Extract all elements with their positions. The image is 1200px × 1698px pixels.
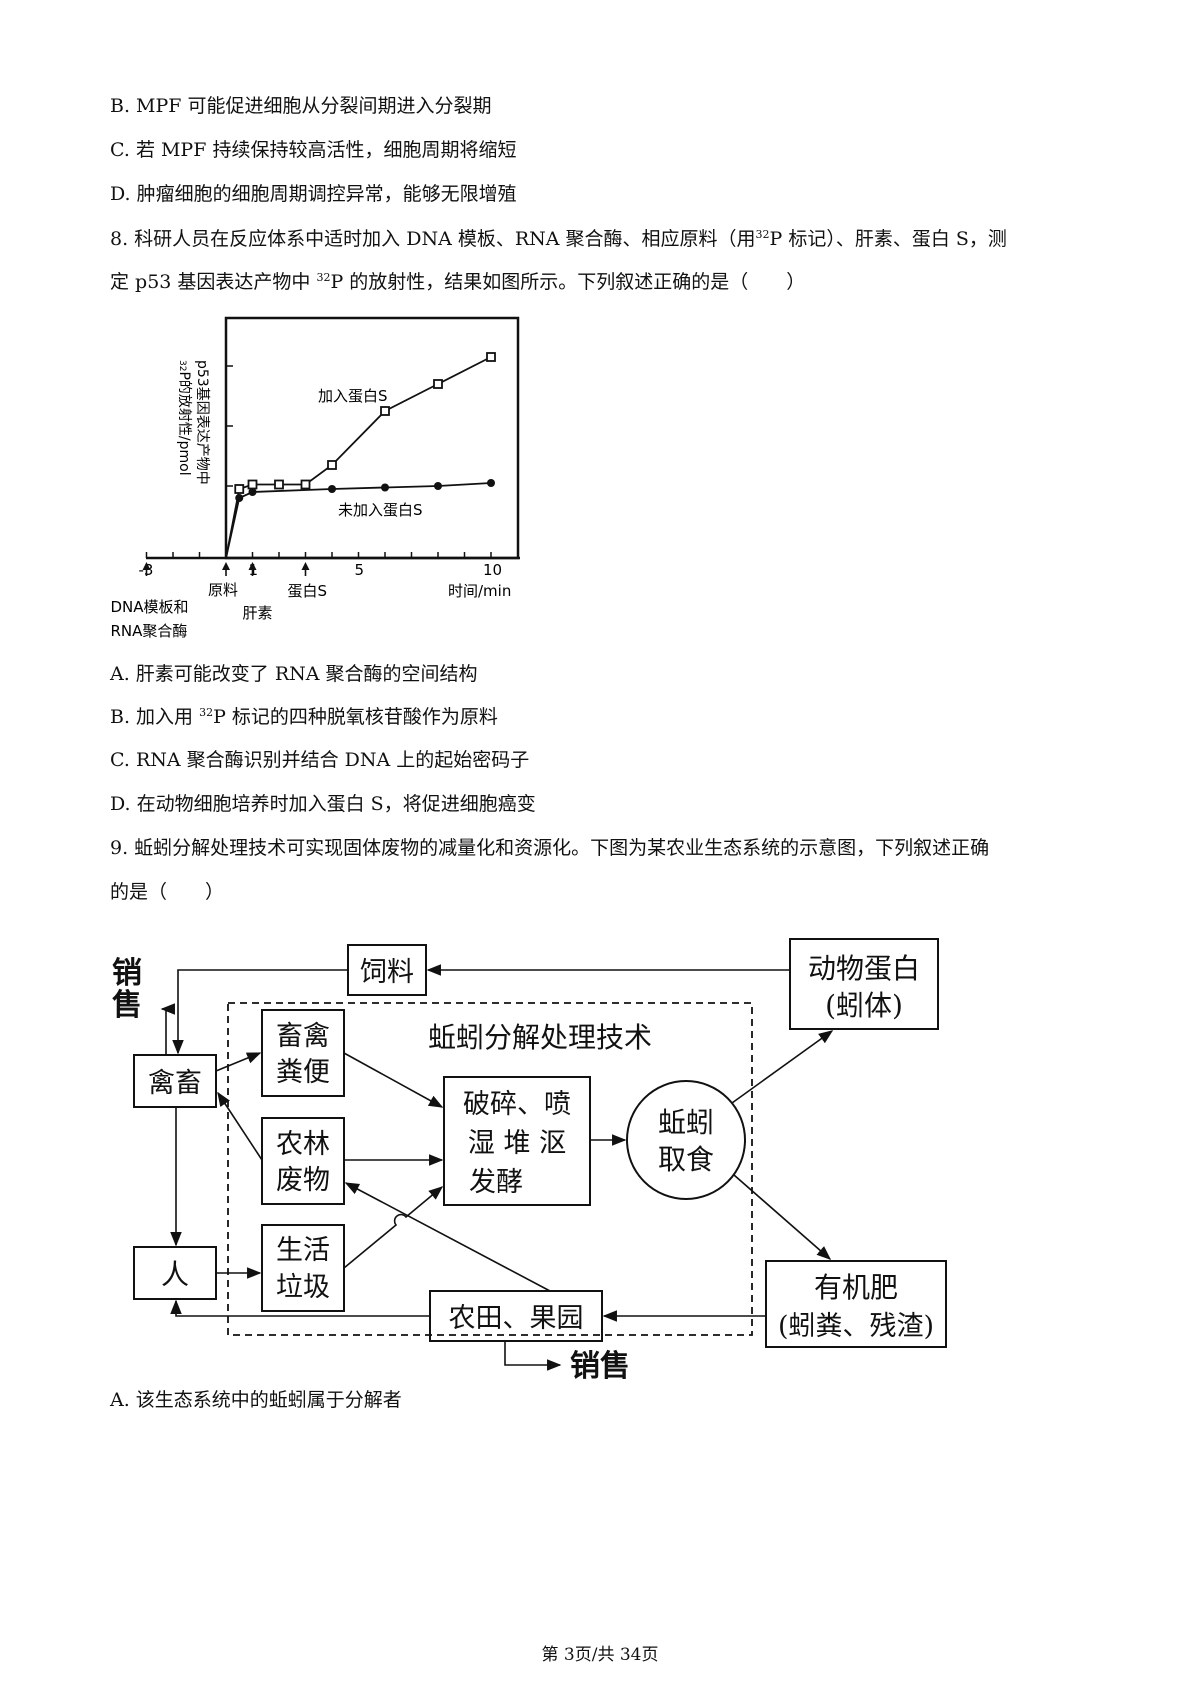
data-point-open-square [274,479,284,490]
y-axis-label-line1: p53基因表达产物中 [194,360,211,485]
series-line-1 [225,482,492,559]
data-point-filled-circle [235,494,244,502]
fertilizer-label-2: (蚓粪、残渣) [778,1311,934,1342]
q7-option-c: C. 若 MPF 持续保持较高活性，细胞周期将缩短 [110,139,517,161]
forest-waste-box [261,1117,345,1205]
animal-protein-label-2: (蚓体) [825,989,903,1022]
human-label: 人 [161,1258,189,1291]
sale-top-label-1: 销 [112,956,142,991]
manure-label-2: 粪便 [276,1057,330,1088]
data-point-open-square [300,479,311,490]
farm-label: 农田、果园 [449,1303,584,1334]
annotation-label: 肝素 [243,604,273,622]
q9-stem-line2: 的是（ ） [110,881,225,903]
animal-protein-box [789,938,939,1030]
data-point-filled-circle [328,485,336,493]
process-label-1: 破碎、喷 [463,1089,571,1120]
q8-option-d: D. 在动物细胞培养时加入蛋白 S，将促进细胞癌变 [110,793,536,815]
x-tick-label: 5 [355,561,365,579]
garbage-label-2: 垃圾 [276,1272,330,1303]
q7-option-b: B. MPF 可能促进细胞从分裂间期进入分裂期 [110,95,492,117]
data-point-filled-circle [248,488,257,496]
livestock-box [133,1054,217,1108]
q8-stem-line2: 定 p53 基因表达产物中 32P 的放射性，结果如图所示。下列叙述正确的是（ … [110,271,806,293]
annotation-label: 蛋白S [288,582,328,600]
fertilizer-box [765,1260,947,1348]
data-point-open-square [247,479,258,490]
process-label-2: 湿 堆 沤 [468,1128,566,1159]
data-point-open-square [234,484,245,494]
annotation-arrow-head [248,562,257,570]
page-footer: 第 3页/共 34页 [541,1645,659,1665]
animal-protein-label-1: 动物蛋白 [808,952,920,985]
q9-option-a: A. 该生态系统中的蚯蚓属于分解者 [110,1389,402,1411]
process-box [443,1076,591,1206]
annotation-label: RNA聚合酶 [111,622,188,640]
data-point-open-square [433,379,443,389]
diagram-title: 蚯蚓分解处理技术 [428,1021,652,1054]
q8-stem-line1: 8. 科研人员在反应体系中适时加入 DNA 模板、RNA 聚合酶、相应原料（用3… [110,228,1007,250]
y-axis-label-line2: 32P的放射性/pmol [176,360,192,476]
sale-top-label-2: 售 [112,988,142,1023]
series-label-without-protein-s: 未加入蛋白S [338,501,423,519]
forest-label-1: 农林 [276,1129,330,1160]
earthworm-label-1: 蚯蚓 [658,1106,714,1139]
q8-option-a: A. 肝素可能改变了 RNA 聚合酶的空间结构 [110,663,478,685]
earthworm-circle [626,1080,746,1200]
forest-label-2: 废物 [276,1165,330,1196]
q7-option-d: D. 肿瘤细胞的细胞周期调控异常，能够无限增殖 [110,183,517,205]
data-point-open-square [327,460,337,470]
manure-label-1: 畜禽 [276,1021,330,1052]
data-point-open-square [380,406,390,416]
dashed-process-region [227,1002,753,1336]
p53-chart: p53基因表达产物中 32P的放射性/pmol 时间/min -31510加入蛋… [111,316,520,640]
livestock-label: 禽畜 [148,1068,202,1099]
plot-frame [224,316,520,560]
annotation-arrow-head [142,562,151,570]
feed-label: 饲料 [360,957,414,988]
annotation-arrow-head [222,562,230,570]
x-axis-label: 时间/min [448,582,511,600]
ecosystem-diagram: 蚯蚓分解处理技术 饲料 动物蛋白 (蚓体) 销 售 禽畜 畜禽 粪便 农林 废物… [112,938,947,1384]
sale-bottom-label: 销售 [570,1349,630,1384]
data-point-filled-circle [487,479,495,487]
earthworm-label-2: 取食 [658,1143,714,1176]
annotation-arrow-head [301,562,310,570]
data-point-filled-circle [434,482,442,490]
fertilizer-label-1: 有机肥 [814,1271,898,1304]
q8-option-b: B. 加入用 32P 标记的四种脱氧核苷酸作为原料 [110,706,498,728]
series-label-with-protein-s: 加入蛋白S [318,387,388,405]
data-point-open-square [486,352,496,362]
annotation-label: 原料 [208,581,238,599]
garbage-label-1: 生活 [276,1235,330,1266]
data-point-filled-circle [381,483,389,492]
q9-stem-line1: 9. 蚯蚓分解处理技术可实现固体废物的减量化和资源化。下图为某农业生态系统的示意… [110,837,990,859]
x-tick-label: 10 [483,561,502,579]
annotation-label: DNA模板和 [111,598,189,616]
process-label-3: 发酵 [469,1167,523,1198]
q8-option-c: C. RNA 聚合酶识别并结合 DNA 上的起始密码子 [110,749,530,771]
